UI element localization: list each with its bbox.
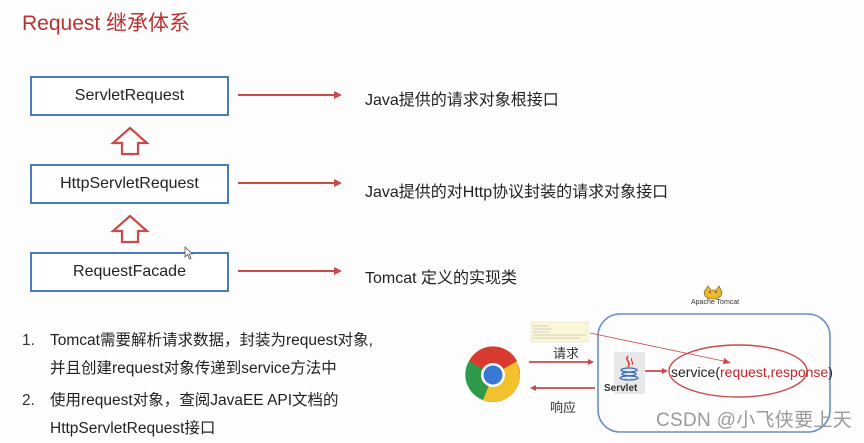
list-number: 1.: [22, 332, 35, 349]
list-item: 2. 使用request对象，查阅JavaEE API文档的 HttpServl…: [22, 387, 373, 443]
slide-title: Request 继承体系: [22, 12, 191, 35]
arrow-right-icon: [238, 179, 342, 187]
service-prefix: service(: [671, 364, 721, 380]
class-name: ServletRequest: [74, 87, 185, 104]
http-message-note: [530, 321, 589, 343]
servlet-tile: [614, 352, 645, 394]
list-number: 2.: [22, 392, 35, 409]
servlet-label: Servlet: [604, 383, 638, 394]
list-line: 并且创建request对象传递到service方法中: [50, 360, 337, 377]
service-method: service(request,response): [671, 364, 833, 380]
csdn-watermark: CSDN @小飞侠要上天: [656, 410, 853, 431]
mouse-cursor-icon: [184, 246, 194, 260]
arrow-right-icon: [238, 267, 342, 275]
arrow-right-icon: [238, 91, 342, 99]
list-line: Tomcat需要解析请求数据，封装为request对象,: [50, 332, 373, 349]
description-servlet-request: Java提供的请求对象根接口: [365, 92, 559, 109]
service-ellipse: [668, 344, 808, 398]
inherit-arrow-icon: [110, 126, 150, 156]
service-suffix: ): [828, 364, 833, 380]
java-cup-icon: [619, 355, 639, 381]
list-line: 使用request对象，查阅JavaEE API文档的: [50, 392, 339, 409]
class-box-servlet-request: ServletRequest: [30, 76, 229, 116]
inherit-arrow-icon: [110, 214, 150, 244]
class-box-request-facade: RequestFacade: [30, 252, 229, 292]
request-label: 请求: [553, 346, 580, 361]
class-name: RequestFacade: [73, 263, 186, 280]
description-request-facade: Tomcat 定义的实现类: [365, 270, 518, 287]
description-http-servlet-request: Java提供的对Http协议封装的请求对象接口: [365, 184, 669, 201]
notes-list: 1. Tomcat需要解析请求数据，封装为request对象, 并且创建requ…: [22, 327, 373, 443]
request-flow-diagram: [465, 285, 831, 433]
response-label: 响应: [550, 400, 577, 415]
service-params: request,response: [720, 364, 829, 380]
class-name: HttpServletRequest: [60, 175, 199, 192]
tomcat-logo-icon: [703, 285, 723, 300]
chrome-icon: [465, 346, 520, 402]
tomcat-container: [597, 313, 831, 433]
class-box-http-servlet-request: HttpServletRequest: [30, 164, 229, 204]
list-item: 1. Tomcat需要解析请求数据，封装为request对象, 并且创建requ…: [22, 327, 373, 383]
tomcat-label: Apache Tomcat: [691, 299, 740, 306]
list-line: HttpServletRequest接口: [50, 420, 216, 437]
